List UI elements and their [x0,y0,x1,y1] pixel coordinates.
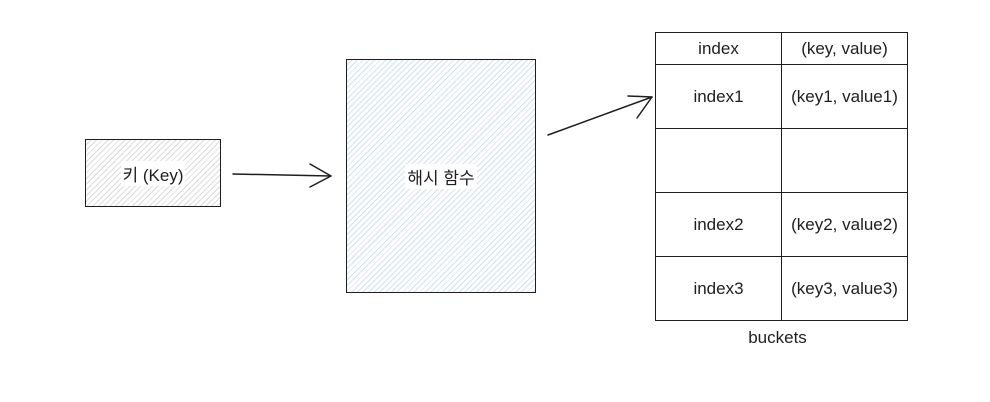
row-pair-cell: (key3, value3) [781,256,908,321]
buckets-caption: buckets [748,328,807,347]
hash-function-box: 해시 함수 [346,59,536,293]
header-index: index [655,32,782,65]
hash-function-label: 해시 함수 [405,163,477,189]
row-index-cell: index2 [655,192,782,257]
key-box-label: 키 (Key) [120,160,186,186]
row-pair-cell: (key1, value1) [781,64,908,129]
row-index-cell [655,128,782,193]
buckets-table: index (key, value) index1 (key1, value1)… [655,32,908,321]
arrow-key-to-hash [232,173,332,177]
row-pair-cell [781,128,908,193]
arrow-hash-to-buckets [547,96,653,136]
arrowhead-hash-to-buckets [627,95,653,119]
table-header-row: index (key, value) [655,32,908,65]
arrowhead-key-to-hash [309,163,332,188]
table-row: index2 (key2, value2) [655,192,908,257]
header-key-value: (key, value) [781,32,908,65]
row-index-cell: index3 [655,256,782,321]
row-index-cell: index1 [655,64,782,129]
table-row [655,128,908,193]
key-box: 키 (Key) [85,139,221,207]
row-pair-cell: (key2, value2) [781,192,908,257]
table-row: index1 (key1, value1) [655,64,908,129]
table-row: index3 (key3, value3) [655,256,908,321]
